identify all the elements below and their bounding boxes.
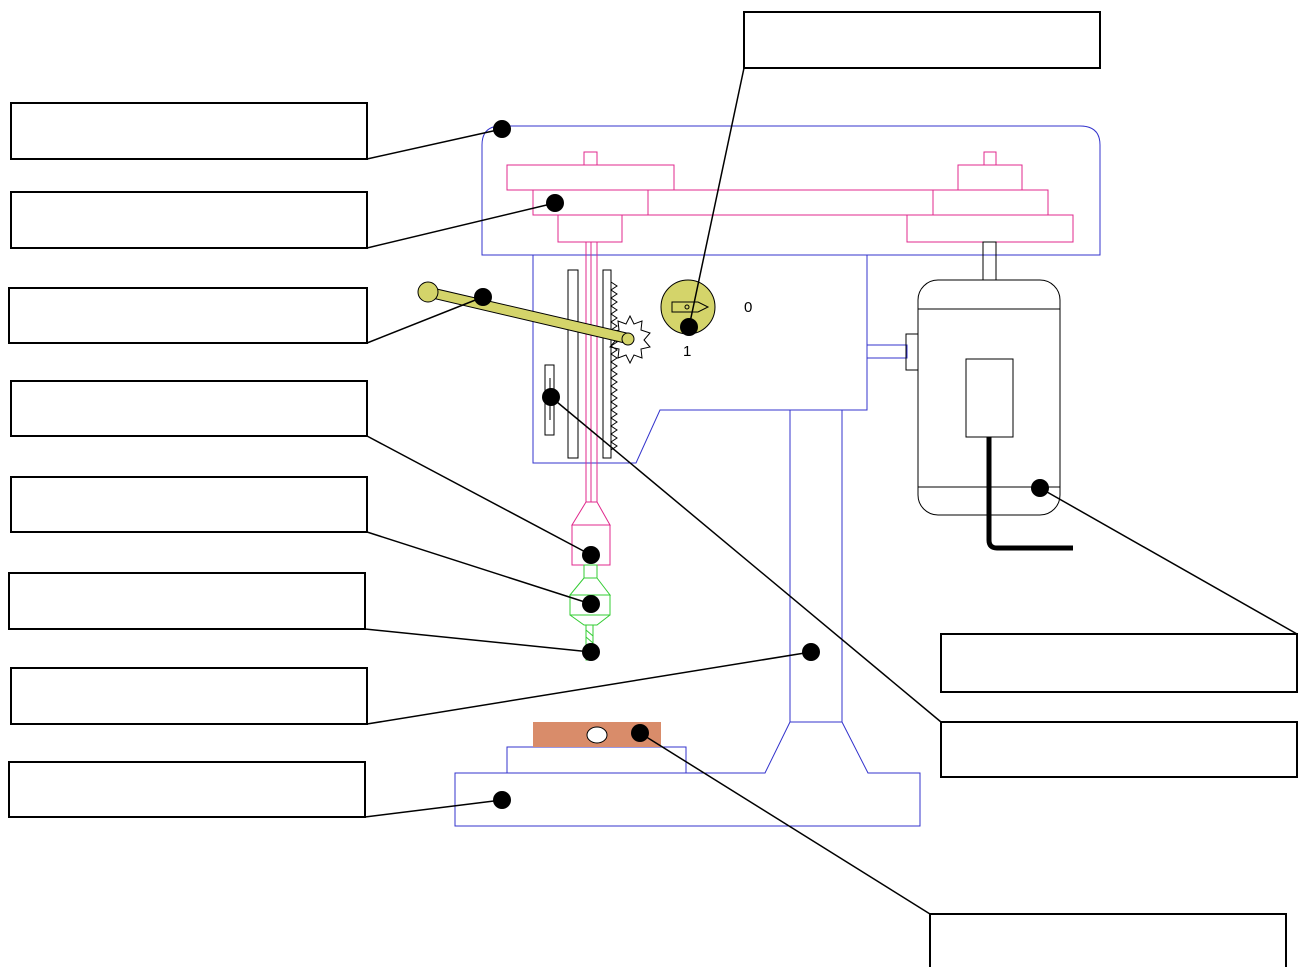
base-step	[506, 746, 687, 774]
answer-box-right-1[interactable]	[940, 633, 1298, 693]
column	[789, 409, 843, 723]
leader-left-2	[366, 202, 556, 249]
feed-lever-hub	[621, 332, 635, 346]
chuck-collar	[583, 564, 598, 579]
leader-right-1	[1039, 487, 1298, 635]
feed-lever	[417, 281, 635, 346]
answer-box-left-3[interactable]	[8, 287, 368, 344]
switch-pivot	[684, 304, 690, 310]
answer-box-right-3[interactable]	[929, 913, 1287, 967]
marker-dot	[546, 194, 564, 212]
leader-left-5	[366, 531, 592, 605]
drill-chuck	[569, 594, 611, 616]
leader-left-4	[366, 435, 592, 556]
chuck-top-taper	[568, 577, 612, 596]
answer-box-right-2[interactable]	[940, 721, 1298, 778]
answer-box-left-8[interactable]	[8, 761, 366, 818]
answer-box-left-7[interactable]	[10, 667, 368, 725]
marker-dot	[1031, 479, 1049, 497]
marker-dot	[802, 643, 820, 661]
marker-dot	[493, 791, 511, 809]
marker-dots	[474, 120, 1049, 809]
head-housing	[481, 125, 1101, 256]
drill-bit-flutes	[585, 629, 594, 658]
motor-shaft-link	[866, 344, 908, 359]
chuck-bottom-taper	[569, 614, 611, 626]
head-body	[532, 255, 868, 464]
marker-dot	[631, 724, 649, 742]
leader-left-1	[366, 128, 503, 160]
leader-lines	[364, 67, 1298, 915]
drive-belt	[647, 189, 934, 216]
leader-left-3	[366, 296, 484, 344]
answer-box-left-4[interactable]	[10, 380, 368, 437]
power-cable	[986, 437, 1073, 551]
motor-terminal-box	[965, 358, 1014, 438]
workpiece-hole	[586, 726, 608, 744]
motor-mount	[905, 333, 919, 371]
answer-boxes	[8, 11, 1298, 967]
marker-dot	[582, 546, 600, 564]
answer-box-left-2[interactable]	[10, 191, 368, 249]
spindle-pulley-bottom	[557, 214, 623, 243]
marker-dot	[493, 120, 511, 138]
right-guide-rail	[602, 269, 612, 459]
motor-shaft	[982, 241, 997, 281]
answer-box-left-5[interactable]	[10, 476, 368, 533]
motor-pulley-top	[957, 164, 1023, 191]
leader-top	[688, 67, 745, 328]
leader-left-7	[366, 651, 812, 725]
column-foot	[454, 721, 921, 827]
marker-dot	[474, 288, 492, 306]
spindle-taper	[571, 501, 611, 526]
marker-dot	[680, 318, 698, 336]
leader-left-8	[364, 799, 503, 818]
power-switch: 0 1	[660, 279, 752, 360]
marker-dot	[582, 595, 600, 613]
motor-pulley-mid	[932, 189, 1049, 216]
answer-box-left-1[interactable]	[10, 102, 368, 160]
switch-off-label: 0	[744, 299, 752, 316]
marker-dot	[582, 643, 600, 661]
spindle-pulley-top	[506, 164, 675, 191]
leader-right-3	[639, 732, 931, 915]
feed-lever-knob	[417, 281, 439, 303]
left-guide-rail	[567, 269, 579, 459]
answer-box-top[interactable]	[743, 11, 1101, 69]
feed-lever-arm	[427, 286, 632, 345]
motor-pulley-bottom	[906, 214, 1074, 243]
marker-dot	[542, 388, 560, 406]
spindle-pulley-hub	[583, 151, 598, 166]
motor	[905, 241, 1073, 551]
rack-teeth	[610, 281, 618, 451]
switch-on-label: 1	[683, 343, 691, 360]
leader-right-2	[550, 396, 942, 723]
leader-left-6	[364, 628, 592, 653]
answer-box-left-6[interactable]	[8, 572, 366, 630]
machine-frame	[454, 125, 1101, 827]
motor-pulley-hub	[983, 151, 997, 166]
drill-chuck-assembly	[568, 564, 612, 661]
